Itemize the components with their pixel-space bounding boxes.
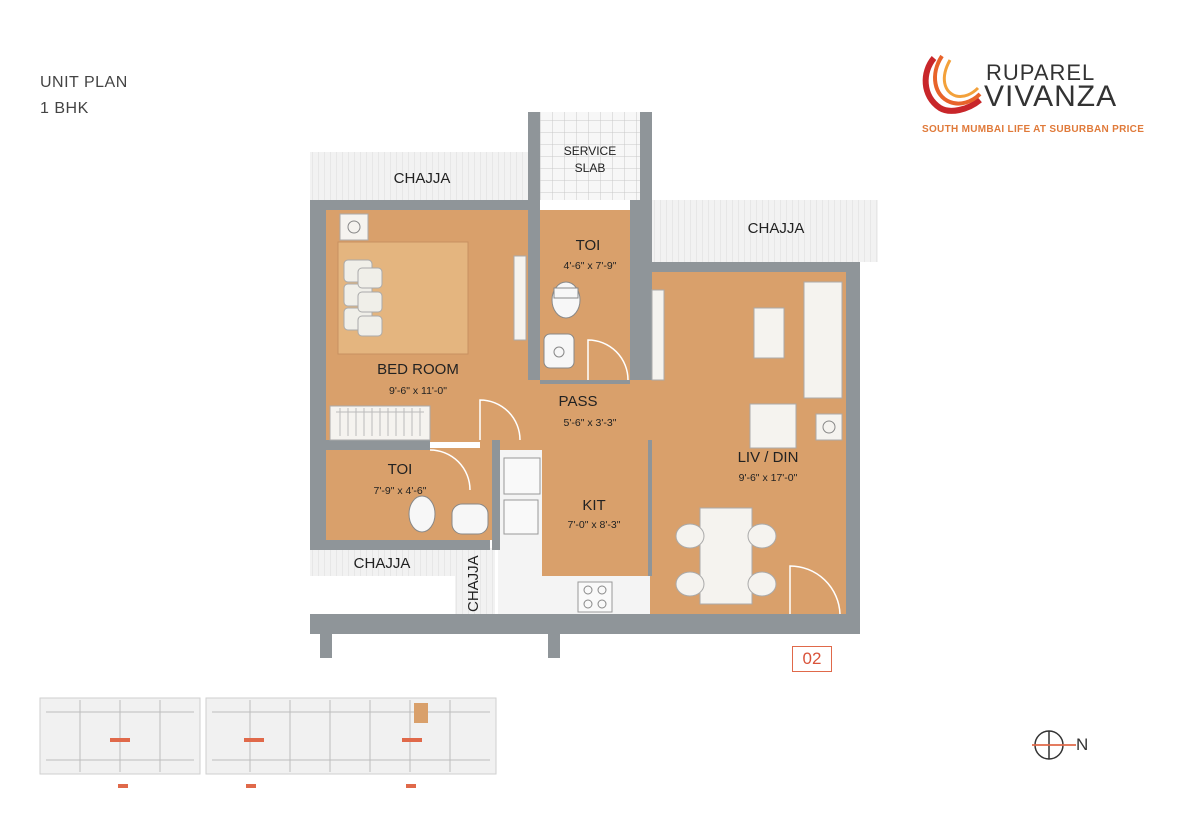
compass-north-label: N — [1076, 735, 1089, 754]
door-swing-bedroom — [479, 399, 521, 441]
chajja-top-left-label: CHAJJA — [394, 170, 451, 187]
pass-dim: 5'-6" x 3'-3" — [564, 417, 617, 429]
kit-counter-bottom — [498, 576, 650, 614]
key-plan-highlight — [414, 703, 428, 723]
sink-icon — [503, 499, 539, 535]
livdin-name: LIV / DIN — [738, 449, 799, 466]
toi-lower-name: TOI — [388, 461, 413, 478]
walls — [310, 112, 860, 658]
basin-lower-icon — [451, 503, 489, 535]
chajja-side-area — [455, 548, 495, 614]
service-slab-area — [528, 112, 652, 200]
brand-logo: RUPAREL VIVANZA SOUTH MUMBAI LIFE AT SUB… — [920, 52, 1160, 142]
toi-upper-name: TOI — [576, 237, 601, 254]
bedside-table — [339, 213, 369, 241]
chajja-side-label: CHAJJA — [465, 555, 482, 612]
chair — [675, 523, 705, 549]
wc-cistern — [553, 287, 579, 299]
side-table — [815, 413, 843, 441]
chajja-bottom-label: CHAJJA — [354, 555, 411, 572]
chair — [747, 571, 777, 597]
chajja-top-left-area — [310, 152, 528, 200]
tv-unit — [651, 289, 665, 381]
bedroom-name: BED ROOM — [377, 361, 459, 378]
wc-icon — [551, 281, 581, 319]
service-slab-label-2: SLAB — [575, 161, 606, 175]
wc-lower-icon — [408, 495, 436, 533]
chair — [675, 571, 705, 597]
pillow — [357, 315, 383, 337]
compass-icon — [1032, 730, 1076, 760]
door-swing-toi-lower — [429, 449, 471, 491]
burner — [597, 585, 607, 595]
toi-upper-dim: 4'-6" x 7'-9" — [564, 260, 617, 272]
hob-icon — [577, 581, 613, 613]
unit-number-badge: 02 — [792, 646, 832, 672]
kit-name: KIT — [582, 497, 605, 514]
brand-name-bottom: VIVANZA — [984, 80, 1118, 113]
wardrobe-hangers — [336, 408, 424, 436]
lamp-icon — [347, 220, 361, 234]
burner — [583, 585, 593, 595]
chair — [747, 523, 777, 549]
burner — [583, 599, 593, 609]
bedroom-dim: 9'-6" x 11'-0" — [389, 385, 447, 397]
kit-floor — [540, 440, 648, 576]
kit-dim: 7'-0" x 8'-3" — [568, 519, 621, 531]
door-swing-entry — [789, 565, 841, 615]
chajja-top-right-area — [652, 200, 878, 262]
dining-table — [699, 507, 753, 605]
side-shelf — [513, 255, 527, 341]
lamp-living-icon — [822, 420, 836, 434]
plan-title: UNIT PLAN — [40, 74, 128, 91]
fridge — [503, 457, 541, 495]
burner — [597, 599, 607, 609]
brand-emblem-icon — [922, 54, 982, 114]
brand-name-top: RUPAREL — [986, 60, 1096, 85]
door-swing-toi-upper — [587, 339, 629, 381]
brand-tagline: SOUTH MUMBAI LIFE AT SUBURBAN PRICE — [922, 124, 1145, 135]
pillow — [357, 267, 383, 289]
livdin-dim: 9'-6" x 17'-0" — [739, 472, 798, 484]
pass-name: PASS — [559, 393, 598, 410]
chajja-top-right-label: CHAJJA — [748, 220, 805, 237]
sofa — [803, 281, 843, 399]
basin-drain — [553, 346, 565, 358]
pass-floor — [480, 380, 650, 450]
key-plan — [39, 697, 497, 788]
plan-header: UNIT PLAN 1 BHK — [40, 70, 128, 122]
toi-lower-dim: 7'-9" x 4'-6" — [374, 485, 427, 497]
armchair — [749, 403, 797, 449]
service-slab-label-1: SERVICE — [564, 144, 616, 158]
basin-icon — [543, 333, 575, 369]
pillow — [357, 291, 383, 313]
plan-type: 1 BHK — [40, 100, 89, 117]
coffee-table — [753, 307, 785, 359]
